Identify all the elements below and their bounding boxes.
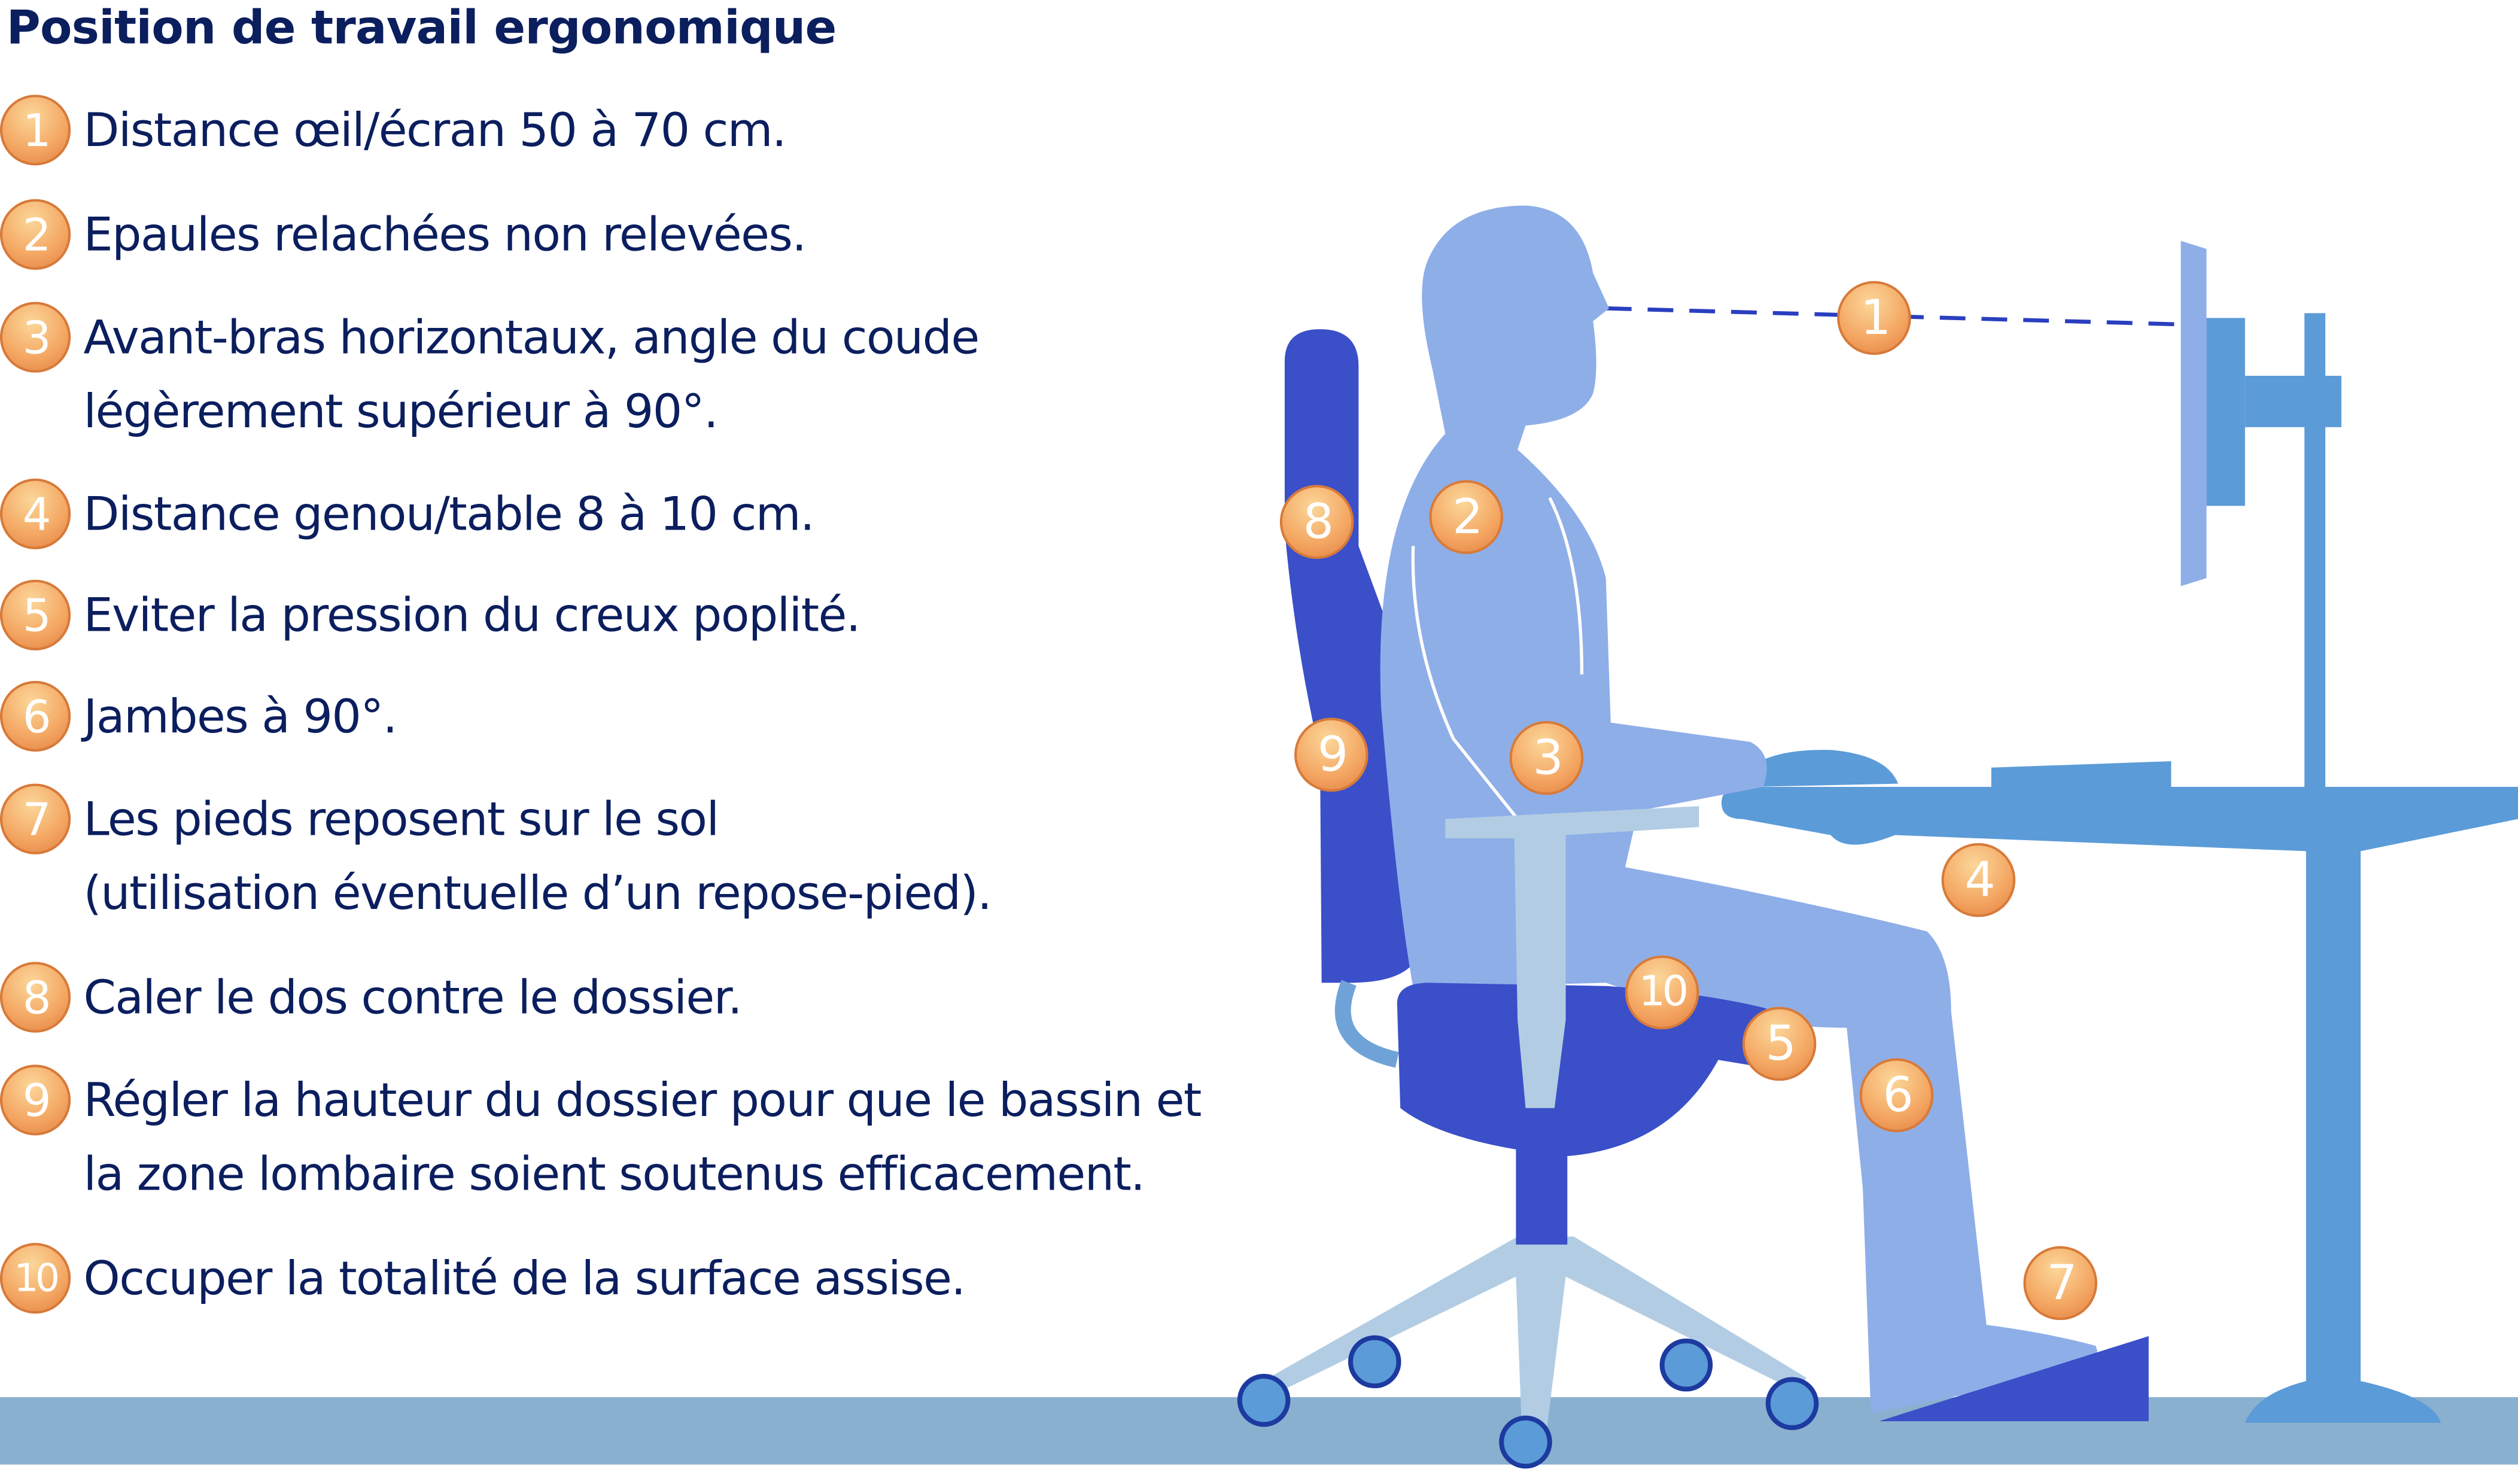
number-badge: 9	[0, 1065, 71, 1136]
arm-outline	[1411, 497, 1584, 820]
item-text: Jambes à 90°.	[83, 679, 398, 753]
marker-6: 6	[1859, 1058, 1934, 1133]
marker-9: 9	[1294, 717, 1369, 792]
item-text-line: (utilisation éventuelle d’un repose-pied…	[83, 865, 993, 920]
item-text-line: Eviter la pression du creux poplité.	[83, 588, 861, 643]
marker-7: 7	[2023, 1246, 2097, 1321]
desk	[1721, 313, 2518, 1423]
chair-back-support	[1334, 980, 1399, 1068]
marker-4: 4	[1941, 843, 2016, 917]
item-text: Les pieds reposent sur le sol (utilisatio…	[83, 782, 993, 930]
item-text: Caler le dos contre le dossier.	[83, 960, 743, 1034]
item-text-line: Distance genou/table 8 à 10 cm.	[83, 486, 815, 542]
marker-1: 1	[1837, 281, 1911, 355]
number-badge: 10	[0, 1243, 71, 1314]
item-text-line: Les pieds reposent sur le sol	[83, 792, 720, 847]
number-badge: 5	[0, 579, 71, 650]
number-badge: 3	[0, 302, 71, 373]
item-text: Distance œil/écran 50 à 70 cm.	[83, 93, 787, 167]
number-badge: 1	[0, 95, 71, 166]
footrest	[1878, 1336, 2149, 1422]
item-text-line: Régler la hauteur du dossier pour que le…	[83, 1072, 1202, 1127]
item-text: Eviter la pression du creux poplité.	[83, 578, 861, 652]
page-title: Position de travail ergonomique	[6, 0, 837, 55]
number-badge: 7	[0, 783, 71, 854]
item-text: Avant-bras horizontaux, angle du coude lé…	[83, 300, 980, 448]
marker-5: 5	[1742, 1006, 1817, 1081]
sight-line	[1605, 306, 2181, 327]
marker-8: 8	[1279, 485, 1354, 559]
item-text: Occuper la totalité de la surface assise…	[83, 1242, 966, 1315]
item-text: Epaules relachées non relevées.	[83, 197, 807, 271]
item-text: Distance genou/table 8 à 10 cm.	[83, 477, 815, 551]
number-badge: 2	[0, 199, 71, 270]
marker-10: 10	[1625, 955, 1699, 1030]
chair-base	[1237, 1236, 1819, 1469]
number-badge: 6	[0, 680, 71, 752]
marker-2: 2	[1429, 480, 1503, 554]
chair-armrest	[1445, 806, 1699, 1108]
monitor-screen	[2181, 241, 2207, 586]
marker-3: 3	[1509, 720, 1584, 795]
item-text-line: Avant-bras horizontaux, angle du coude	[83, 309, 980, 365]
item-text-line: Epaules relachées non relevées.	[83, 207, 807, 262]
item-text-line: Jambes à 90°.	[83, 689, 398, 744]
chair-seat	[1397, 983, 1767, 1157]
item-text-line: Distance œil/écran 50 à 70 cm.	[83, 102, 787, 158]
number-badge: 8	[0, 962, 71, 1033]
item-text-line: Caler le dos contre le dossier.	[83, 969, 743, 1025]
number-badge: 4	[0, 478, 71, 549]
item-text-line: la zone lombaire soient soutenus efficac…	[83, 1147, 1146, 1202]
item-text: Régler la hauteur du dossier pour que le…	[83, 1063, 1202, 1211]
item-text-line: légèrement supérieur à 90°.	[83, 384, 719, 439]
item-text-line: Occuper la totalité de la surface assise…	[83, 1251, 966, 1306]
